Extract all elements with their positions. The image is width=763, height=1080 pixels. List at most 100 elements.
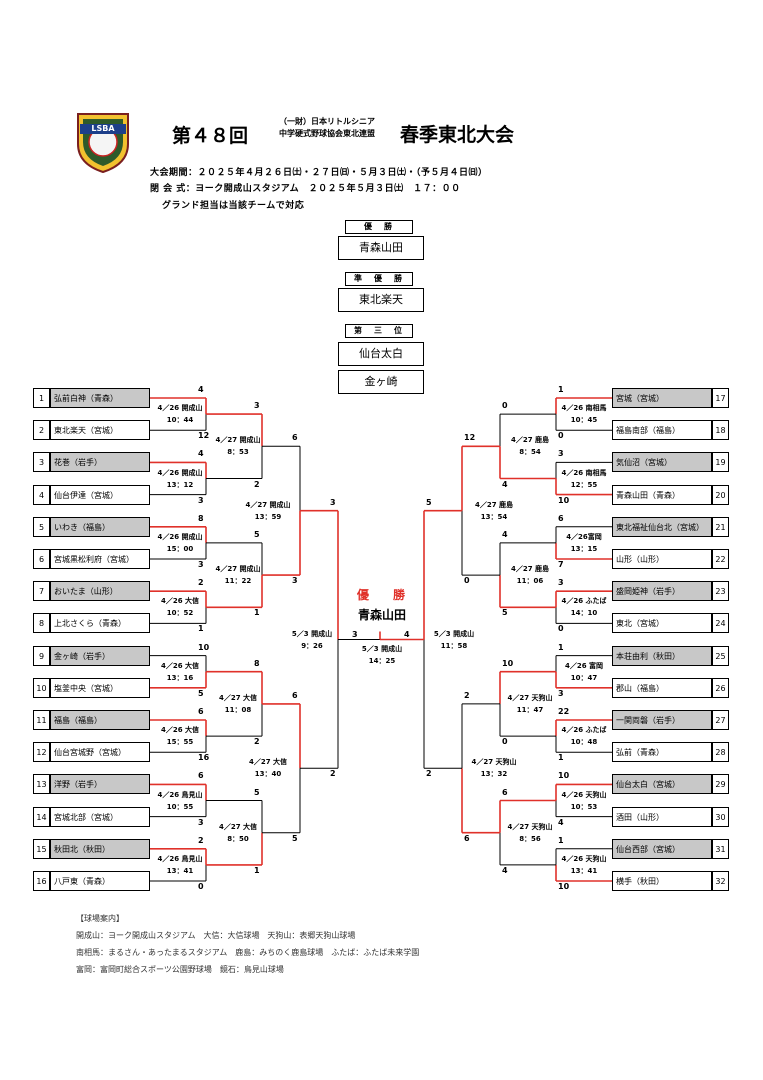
right-r2-match-score-top: 0: [502, 401, 508, 411]
match-time: 10：47: [570, 673, 598, 682]
match-time: 12：55: [570, 480, 598, 489]
left-r3-match-score-top: 6: [292, 690, 298, 700]
right-r1-match-score-top: 22: [558, 707, 570, 716]
right-r2-match-score-top: 10: [502, 658, 514, 668]
right-r1-match-score-bottom: 0: [558, 431, 564, 441]
match-time: 10：53: [570, 802, 598, 811]
team-name: 弘前白神（青森）: [50, 388, 150, 408]
match-date: 4／27 鹿島: [510, 565, 550, 574]
team-name: 弘前（青森）: [612, 742, 712, 763]
match-date: 4／26 大信: [160, 661, 200, 670]
right-r1-match-score-bottom: 1: [558, 753, 564, 763]
left-r1-match-score-bottom: 3: [198, 817, 204, 827]
team-name: 上北さくら（青森）: [50, 613, 150, 634]
seed-number: 32: [712, 871, 729, 891]
left-r2-match-score-top: 5: [254, 529, 260, 539]
match-time: 10：44: [166, 416, 194, 425]
right-r1-match-score-top: 1: [558, 642, 564, 652]
left-r2-match-score-bottom: 2: [254, 479, 260, 489]
match-date: 4／27 大信: [248, 758, 288, 767]
match-date: 4／27 開成山: [245, 500, 291, 509]
match-date: 4／26 大信: [160, 597, 200, 606]
left-r3-match-info: 4／27 大信 13：40: [236, 756, 300, 780]
seed-number: 14: [33, 806, 50, 827]
left-r1-match-score-bottom: 5: [198, 688, 204, 698]
match-date: 5／3 開成山: [291, 629, 333, 638]
left-r1-match-score-bottom: 1: [198, 624, 204, 634]
left-r1-match-score-bottom: 3: [198, 495, 204, 505]
final-info: 5／3 開成山 14：25: [340, 643, 424, 667]
third-place-name-1: 仙台太白: [338, 342, 424, 366]
period-text: 大会期間：２０２５年４月２６日㈯・２７日㈰・５月３日㈯・（予５月４日㈰）: [150, 168, 488, 178]
final-left-score: 3: [352, 630, 358, 639]
left-r1-match-score-top: 4: [198, 385, 204, 394]
team-name: 福島（福島）: [50, 710, 150, 730]
seed-number: 13: [33, 774, 50, 795]
organizer-line-2: 中学硬式野球協会東北連盟: [279, 129, 375, 138]
seed-number: 8: [33, 613, 50, 634]
left-r1-match-score-top: 8: [198, 513, 204, 523]
match-time: 11：58: [440, 641, 468, 650]
left-r1-match-score-bottom: 16: [198, 753, 210, 763]
right-r1-match-score-top: 3: [558, 449, 564, 459]
match-date: 4／26富岡: [566, 532, 602, 541]
right-r1-match-score-bottom: 3: [558, 688, 564, 698]
team-name: 塩釜中央（宮城）: [50, 677, 150, 698]
left-r3-match-score-bottom: 3: [292, 576, 298, 586]
left-r1-match-info: 4／26 大信 13：16: [148, 660, 212, 684]
team-name: 八戸東（青森）: [50, 871, 150, 891]
match-date: 4／26 鳥見山: [157, 854, 203, 863]
match-date: 4／26 天狗山: [561, 790, 607, 799]
match-date: 4／26 天狗山: [561, 854, 607, 863]
winner-name: 青森山田: [338, 236, 424, 260]
match-date: 4／27 開成山: [215, 436, 261, 445]
seed-number: 1: [33, 388, 50, 408]
third-place-label: 第 三 位: [345, 324, 413, 338]
match-time: 13：12: [166, 480, 194, 489]
seed-number: 3: [33, 452, 50, 473]
right-r1-match-score-bottom: 10: [558, 882, 570, 891]
match-date: 4／26 ふたば: [561, 597, 607, 606]
match-date: 4／26 南相馬: [561, 468, 607, 477]
team-name: 青森山田（青森）: [612, 484, 712, 505]
right-r2-match-score-bottom: 5: [502, 608, 508, 618]
tournament-title: 春季東北大会: [400, 124, 515, 146]
runner-up-name: 東北楽天: [338, 288, 424, 312]
match-time: 15：55: [166, 738, 194, 747]
seed-number: 29: [712, 774, 729, 795]
seed-number: 7: [33, 581, 50, 602]
final-champion-label: 優 勝: [356, 588, 411, 602]
team-name: 酒田（山形）: [612, 806, 712, 827]
round-number: 第４８回: [172, 125, 249, 147]
seed-number: 30: [712, 806, 729, 827]
match-date: 4／26 開成山: [157, 468, 203, 477]
right-semifinal-score-top: 5: [426, 497, 432, 507]
match-time: 13：16: [166, 673, 194, 682]
seed-number: 15: [33, 838, 50, 859]
team-name: 秋田北（秋田）: [50, 838, 150, 859]
match-time: 13：41: [570, 866, 598, 875]
match-time: 13：32: [480, 770, 508, 779]
seed-number: 24: [712, 613, 729, 634]
venue-guide: 【球場案内】 開成山：ヨーク開成山スタジアム 大信：大信球場 天狗山：表郷天狗山…: [76, 910, 419, 978]
right-r2-match-score-bottom: 0: [502, 737, 508, 747]
seed-number: 23: [712, 581, 729, 602]
seed-number: 6: [33, 549, 50, 569]
venue-line-1: 開成山：ヨーク開成山スタジアム 大信：大信球場 天狗山：表郷天狗山球場: [76, 931, 356, 940]
match-date: 4／26 開成山: [157, 532, 203, 541]
team-name: 福島南部（福島）: [612, 420, 712, 441]
match-date: 4／26 南相馬: [561, 404, 607, 413]
match-time: 10：45: [570, 416, 598, 425]
right-r1-match-score-top: 3: [558, 578, 564, 588]
right-r1-match-score-bottom: 10: [558, 495, 570, 505]
match-time: 13：40: [254, 770, 282, 779]
team-name: 洋野（岩手）: [50, 774, 150, 795]
match-time: 13：54: [480, 512, 508, 521]
match-time: 13：15: [570, 544, 598, 553]
